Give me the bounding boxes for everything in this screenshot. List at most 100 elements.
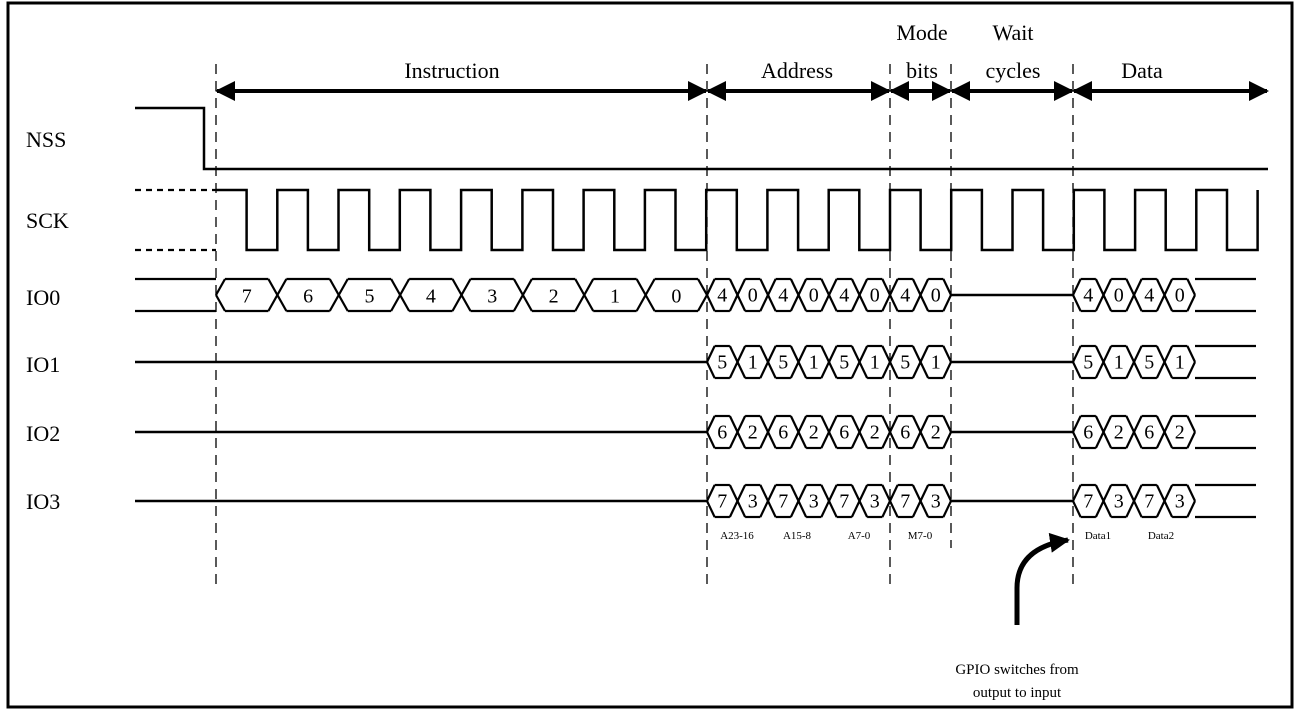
io3-addr-mode-bit: 7 <box>889 483 922 519</box>
bit-label: 3 <box>870 491 880 513</box>
io1-addr-mode-bit: 5 <box>889 344 922 380</box>
bit-label: 6 <box>900 422 910 444</box>
bit-label: 2 <box>870 422 880 444</box>
io3-addr-mode-bit: 7 <box>767 483 800 519</box>
annotation-arrow <box>1014 532 1070 625</box>
bit-label: 5 <box>717 352 727 374</box>
signal-label-io3: IO3 <box>26 489 60 514</box>
io2-addr-mode-bit: 2 <box>797 414 830 450</box>
bit-label: 1 <box>610 285 620 307</box>
phase-label-address: Address <box>761 58 833 83</box>
io2-addr-mode-bit: 2 <box>919 414 952 450</box>
phase-label-mode: bits <box>906 58 938 83</box>
bit-label: 3 <box>748 491 758 513</box>
bit-label: 7 <box>900 491 910 513</box>
bit-label: 0 <box>870 285 880 307</box>
io0-instruction-bit: 6 <box>276 277 340 313</box>
bit-label: 2 <box>1175 422 1185 444</box>
io2-addr-mode-bit: 2 <box>736 414 769 450</box>
io2-data-bit: 6 <box>1072 414 1105 450</box>
bit-label: 3 <box>1175 491 1185 513</box>
bit-label: 4 <box>1144 285 1154 307</box>
bit-label: 0 <box>671 285 681 307</box>
io1-data-bit: 5 <box>1133 344 1166 380</box>
bit-label: 4 <box>717 285 727 307</box>
io0-data-bit: 0 <box>1163 277 1196 313</box>
bit-label: 1 <box>809 352 819 374</box>
bit-label: 5 <box>839 352 849 374</box>
io1-addr-mode-bit: 1 <box>797 344 830 380</box>
annotation-line-1: GPIO switches from <box>955 662 1079 678</box>
bit-label: 2 <box>1114 422 1124 444</box>
bit-label: 2 <box>931 422 941 444</box>
io0-addr-mode-bit: 4 <box>767 277 800 313</box>
bit-label: 6 <box>1083 422 1093 444</box>
bit-label: 7 <box>778 491 788 513</box>
bit-label: 1 <box>1114 352 1124 374</box>
bit-label: 6 <box>303 285 313 307</box>
io3-data-bit: 3 <box>1102 483 1135 519</box>
bit-label: 0 <box>931 285 941 307</box>
bit-label: 7 <box>1083 491 1093 513</box>
io0-instruction-bit: 0 <box>644 277 708 313</box>
diagram-frame <box>6 1 1294 709</box>
bit-label: 5 <box>1144 352 1154 374</box>
bit-label: 4 <box>778 285 788 307</box>
io0-instruction-bit: 2 <box>521 277 586 313</box>
io2-data-bit: 6 <box>1133 414 1166 450</box>
bit-label: 0 <box>1175 285 1185 307</box>
io3-data-bit: 7 <box>1072 483 1105 519</box>
io0-addr-mode-bit: 0 <box>797 277 830 313</box>
io0-data-bit: 0 <box>1102 277 1135 313</box>
io3-data-bit: 3 <box>1163 483 1196 519</box>
signal-label-io1: IO1 <box>26 352 60 377</box>
bit-label: 7 <box>839 491 849 513</box>
io1-data-bit: 1 <box>1163 344 1196 380</box>
gpio-annotation: GPIO switches from output to input <box>955 532 1079 701</box>
sck-waveform <box>135 188 1259 252</box>
bit-label: 0 <box>748 285 758 307</box>
io2-addr-mode-bit: 6 <box>889 414 922 450</box>
signal-label-sck: SCK <box>26 208 69 233</box>
bit-label: 1 <box>931 352 941 374</box>
nss-waveform <box>135 106 1268 171</box>
bit-label: 5 <box>364 285 374 307</box>
io0-instruction-bit: 3 <box>460 277 524 313</box>
io1-addr-mode-bit: 1 <box>919 344 952 380</box>
byte-label: A7-0 <box>848 530 871 542</box>
io3-data-bit: 7 <box>1133 483 1166 519</box>
io0-addr-mode-bit: 0 <box>858 277 891 313</box>
bit-label: 4 <box>426 285 436 307</box>
bit-label: 3 <box>931 491 941 513</box>
bit-label: 4 <box>839 285 849 307</box>
io1-addr-mode-bit: 5 <box>706 344 739 380</box>
signal-label-io2: IO2 <box>26 421 60 446</box>
bit-label: 6 <box>1144 422 1154 444</box>
io3-addr-mode-bit: 3 <box>919 483 952 519</box>
bit-label: 2 <box>809 422 819 444</box>
bit-label: 3 <box>487 285 497 307</box>
io0-data-bit: 4 <box>1133 277 1166 313</box>
bit-label: 3 <box>1114 491 1124 513</box>
bit-label: 7 <box>717 491 727 513</box>
bit-label: 7 <box>242 285 252 307</box>
bit-label: 1 <box>748 352 758 374</box>
io3-addr-mode-bit: 3 <box>736 483 769 519</box>
io1-addr-mode-bit: 5 <box>828 344 861 380</box>
io2-addr-mode-bit: 6 <box>706 414 739 450</box>
io0-addr-mode-bit: 0 <box>919 277 952 313</box>
bit-label: 6 <box>717 422 727 444</box>
byte-label: M7-0 <box>908 530 933 542</box>
annotation-line-2: output to input <box>973 685 1062 701</box>
phase-boundaries <box>215 64 1074 590</box>
phase-label-wait: cycles <box>986 58 1041 83</box>
io1-data-bit: 5 <box>1072 344 1105 380</box>
phase-label-wait: Wait <box>993 20 1034 45</box>
bit-label: 3 <box>809 491 819 513</box>
bit-label: 2 <box>748 422 758 444</box>
